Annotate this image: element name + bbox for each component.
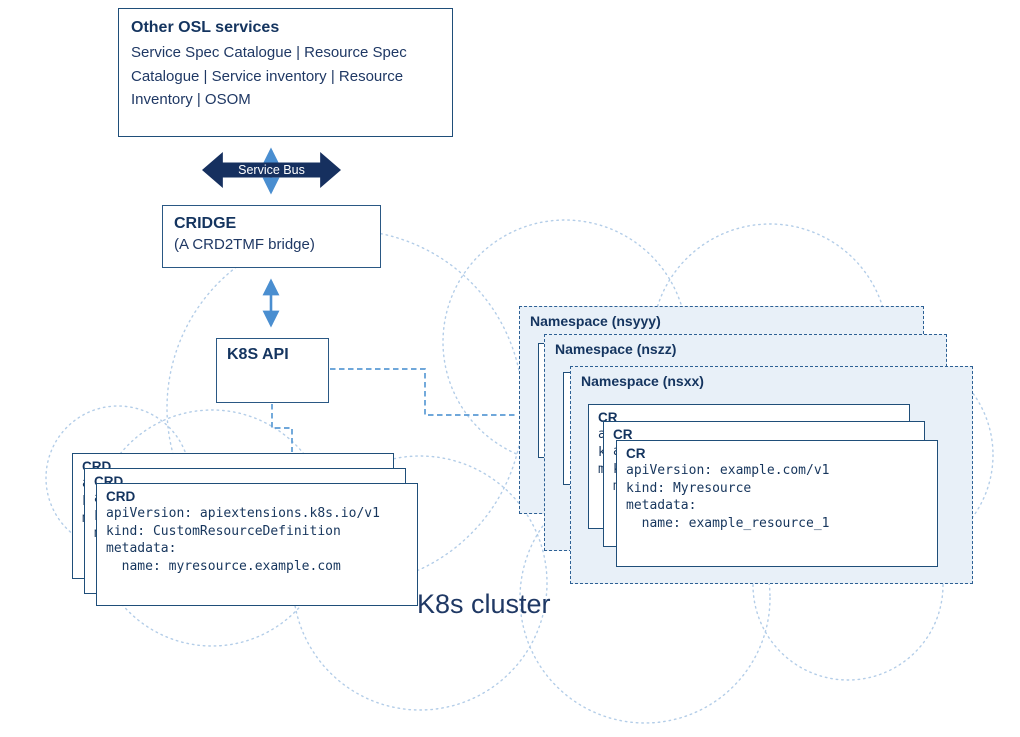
cr-card-front: CR apiVersion: example.com/v1 kind: Myre… [616,440,938,567]
crd-line: metadata: [106,541,177,556]
service-bus-label: Service Bus [238,163,305,177]
connector-k8sapi-to-namespaces [330,368,518,416]
k8s-api-label: K8S API [227,346,289,363]
osl-services-list: Service Spec Catalogue | Resource Spec C… [131,44,407,108]
k8s-cluster-label: K8s cluster [417,589,551,619]
namespace-nsxx-label: Namespace (nsxx) [581,373,704,389]
namespace-nsyyy-label: Namespace (nsyyy) [530,313,661,329]
crd-card-front: CRD apiVersion: apiextensions.k8s.io/v1 … [96,483,418,606]
connector-k8sapi-to-crd-stack [271,404,293,452]
cr-line: kind: Myresource [626,480,752,496]
k8s-api-box: K8S API [216,338,329,403]
cridge-title: CRIDGE [174,215,237,232]
cr-line: name: example_resource_1 [626,515,830,531]
crd-line: kind: CustomResourceDefinition [106,523,341,539]
cridge-subtitle: (A CRD2TMF bridge) [174,236,315,253]
cr-title: CR [613,427,633,442]
crd-title: CRD [106,489,136,504]
cr-line: metadata: [626,498,697,513]
namespace-nszz-label: Namespace (nszz) [555,341,677,357]
osl-services-title: Other OSL services [131,19,280,36]
cridge-box: CRIDGE (A CRD2TMF bridge) [162,205,381,268]
crd-line: apiVersion: apiextensions.k8s.io/v1 [106,506,380,521]
crd-line: name: myresource.example.com [106,558,341,574]
cr-title: CR [626,446,646,461]
osl-services-box: Other OSL services Service Spec Catalogu… [118,8,453,137]
cr-line: apiVersion: example.com/v1 [626,463,830,478]
